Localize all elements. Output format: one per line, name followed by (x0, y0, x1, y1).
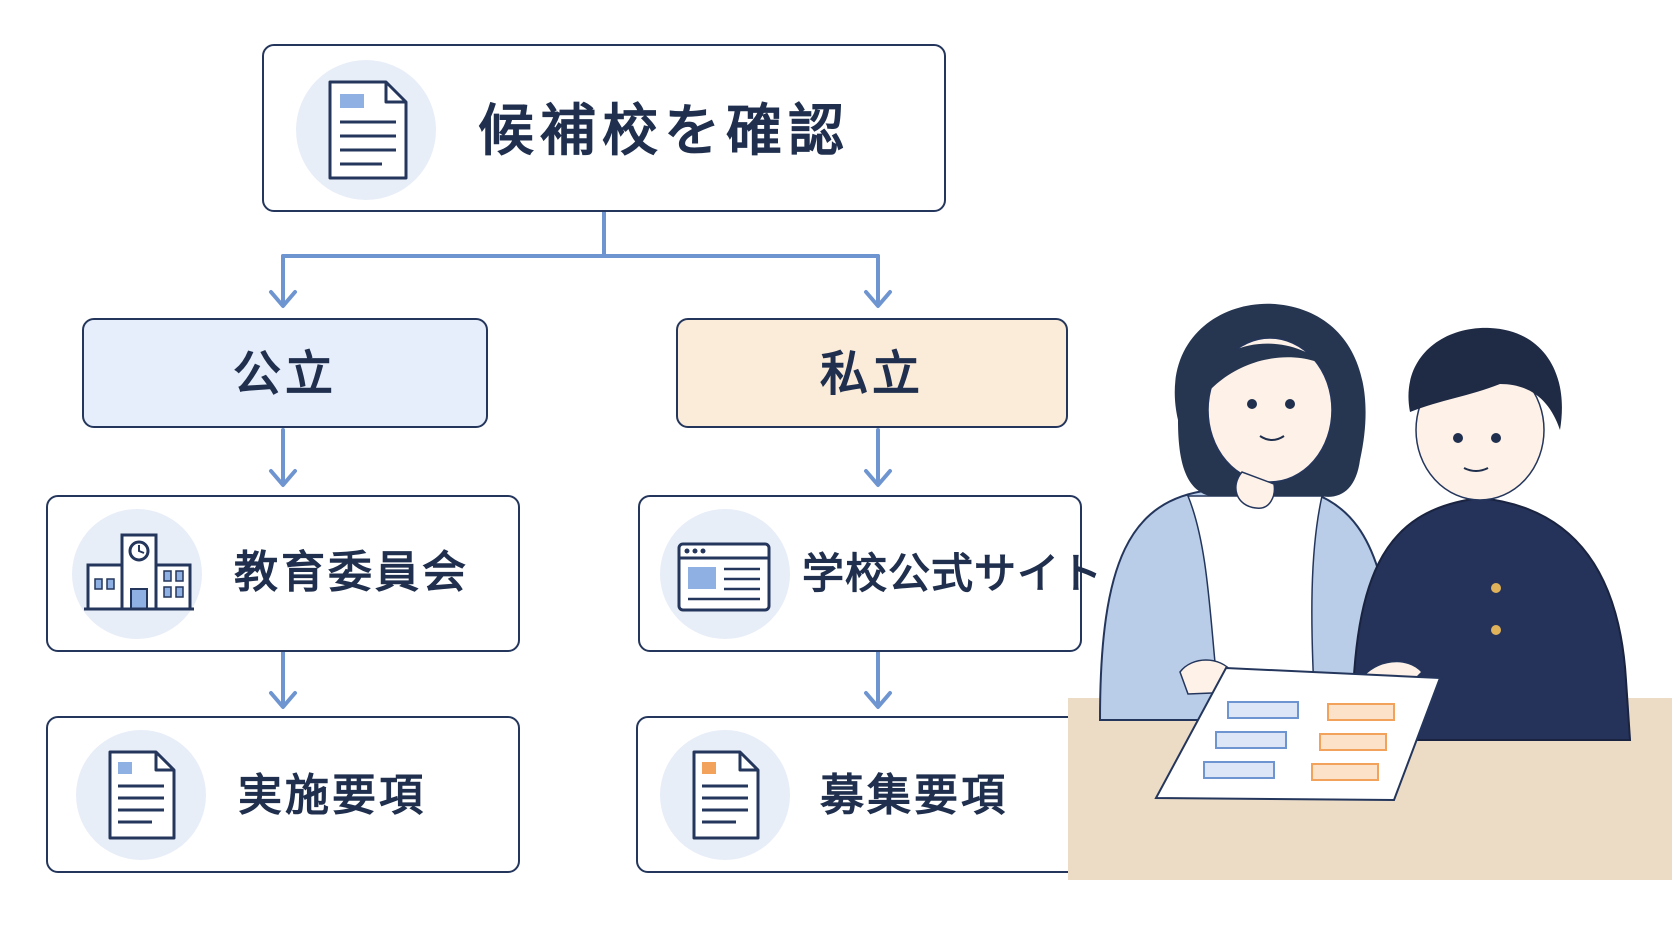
step-education-board: 教育委員会 (46, 495, 520, 652)
step-application-guidelines: 募集要項 (636, 716, 1082, 873)
title-label: 候補校を確認 (478, 99, 850, 164)
step-school-website-label: 学校公式サイト (802, 549, 1104, 598)
category-public-label: 公立 (232, 346, 337, 402)
document-icon (108, 750, 176, 840)
document-icon (328, 80, 408, 180)
website-icon (677, 542, 771, 612)
student-hair (1408, 327, 1562, 430)
step-implementation-guidelines-label: 実施要項 (238, 770, 426, 821)
step-school-website: 学校公式サイト (638, 495, 1102, 652)
category-private-label: 私立 (819, 346, 924, 402)
step-education-board-label: 教育委員会 (234, 547, 469, 598)
title-box: 候補校を確認 (262, 44, 946, 212)
step-application-guidelines-label: 募集要項 (820, 770, 1008, 821)
document-icon (692, 750, 760, 840)
people-illustration (1068, 303, 1672, 880)
category-private: 私立 (676, 318, 1068, 428)
step-implementation-guidelines: 実施要項 (46, 716, 520, 873)
category-public: 公立 (82, 318, 488, 428)
school-building-icon (84, 533, 194, 611)
